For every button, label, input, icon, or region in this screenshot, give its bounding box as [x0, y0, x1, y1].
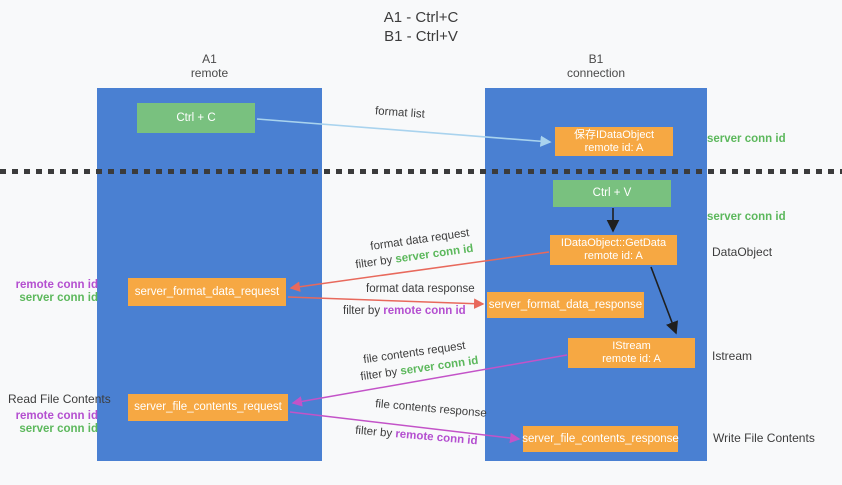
- side-remote-conn-id-2: remote conn id: [15, 410, 98, 422]
- node-getdata-line1: IDataObject::GetData: [560, 237, 667, 249]
- node-ctrl-c: Ctrl + C: [137, 103, 255, 133]
- side-dataobject-label: DataObject: [712, 245, 773, 259]
- node-istream-line2: remote id: A: [602, 353, 661, 365]
- session-divider-dotted-line: [0, 169, 842, 174]
- file-contents-response-arrow: [289, 411, 521, 444]
- label-format-data-response: format data response: [366, 283, 475, 295]
- format-list-arrow: [256, 118, 552, 147]
- filter-remote-conn-id-1: remote conn id: [383, 305, 466, 317]
- node-ctrl-v-label: Ctrl + V: [592, 187, 632, 199]
- lane-b1-subtitle: connection: [566, 66, 626, 80]
- format-data-response-arrow: [287, 296, 485, 309]
- node-server-file-contents-response: server_file_contents_response: [522, 426, 679, 452]
- side-read-file-contents: Read File Contents: [8, 392, 111, 406]
- lane-a1-subtitle: remote: [190, 66, 229, 80]
- node-format-request-label: server_format_data_request: [134, 285, 280, 298]
- node-save-idataobject: 保存IDataObject remote id: A: [555, 127, 673, 156]
- format-data-request-arrow: [289, 251, 550, 292]
- side-server-conn-id-mid: server conn id: [707, 211, 786, 223]
- side-remote-conn-id-1: remote conn id: [15, 279, 98, 291]
- node-save-idataobject-line2: remote id: A: [584, 141, 644, 154]
- node-ctrl-c-label: Ctrl + C: [176, 111, 216, 124]
- node-server-format-data-request: server_format_data_request: [128, 278, 286, 306]
- getdata-to-istream-arrow: [650, 266, 679, 335]
- file-contents-request-arrow: [291, 354, 568, 407]
- side-write-file-contents: Write File Contents: [713, 431, 815, 445]
- side-server-conn-id-2: server conn id: [19, 422, 98, 435]
- node-getdata-line2: remote id: A: [584, 250, 643, 262]
- node-server-file-contents-request: server_file_contents_request: [128, 394, 288, 421]
- side-istream-label: Istream: [712, 349, 753, 363]
- node-istream: IStream remote id: A: [568, 338, 695, 368]
- lane-header-b1: B1 connection: [485, 52, 707, 80]
- node-ctrl-v: Ctrl + V: [553, 180, 671, 207]
- title-line-2: B1 - Ctrl+V: [384, 28, 458, 45]
- node-format-response-label: server_format_data_response: [488, 298, 643, 311]
- lane-b1-title: B1: [588, 52, 604, 66]
- filter-by-text-2: filter by: [343, 305, 381, 317]
- diagram-title: A1 - Ctrl+C B1 - Ctrl+V: [0, 8, 842, 46]
- node-file-request-label: server_file_contents_request: [134, 401, 282, 413]
- title-line-1: A1 - Ctrl+C: [383, 9, 459, 26]
- side-conn-ids-file: remote conn id server conn id: [8, 410, 98, 435]
- label-filter-by-remote-1: filter by remote conn id: [343, 305, 466, 317]
- side-server-conn-id-1: server conn id: [19, 291, 98, 304]
- side-server-conn-id-top: server conn id: [707, 133, 786, 145]
- node-server-format-data-response: server_format_data_response: [487, 292, 644, 318]
- side-conn-ids-format: remote conn id server conn id: [8, 279, 98, 304]
- lane-a1-title: A1: [202, 52, 217, 66]
- node-istream-line1: IStream: [612, 340, 651, 352]
- lane-header-a1: A1 remote: [97, 52, 322, 80]
- node-file-response-label: server_file_contents_response: [522, 432, 679, 445]
- node-save-idataobject-line1: 保存IDataObject: [573, 128, 655, 141]
- node-idataobject-getdata: IDataObject::GetData remote id: A: [550, 235, 677, 265]
